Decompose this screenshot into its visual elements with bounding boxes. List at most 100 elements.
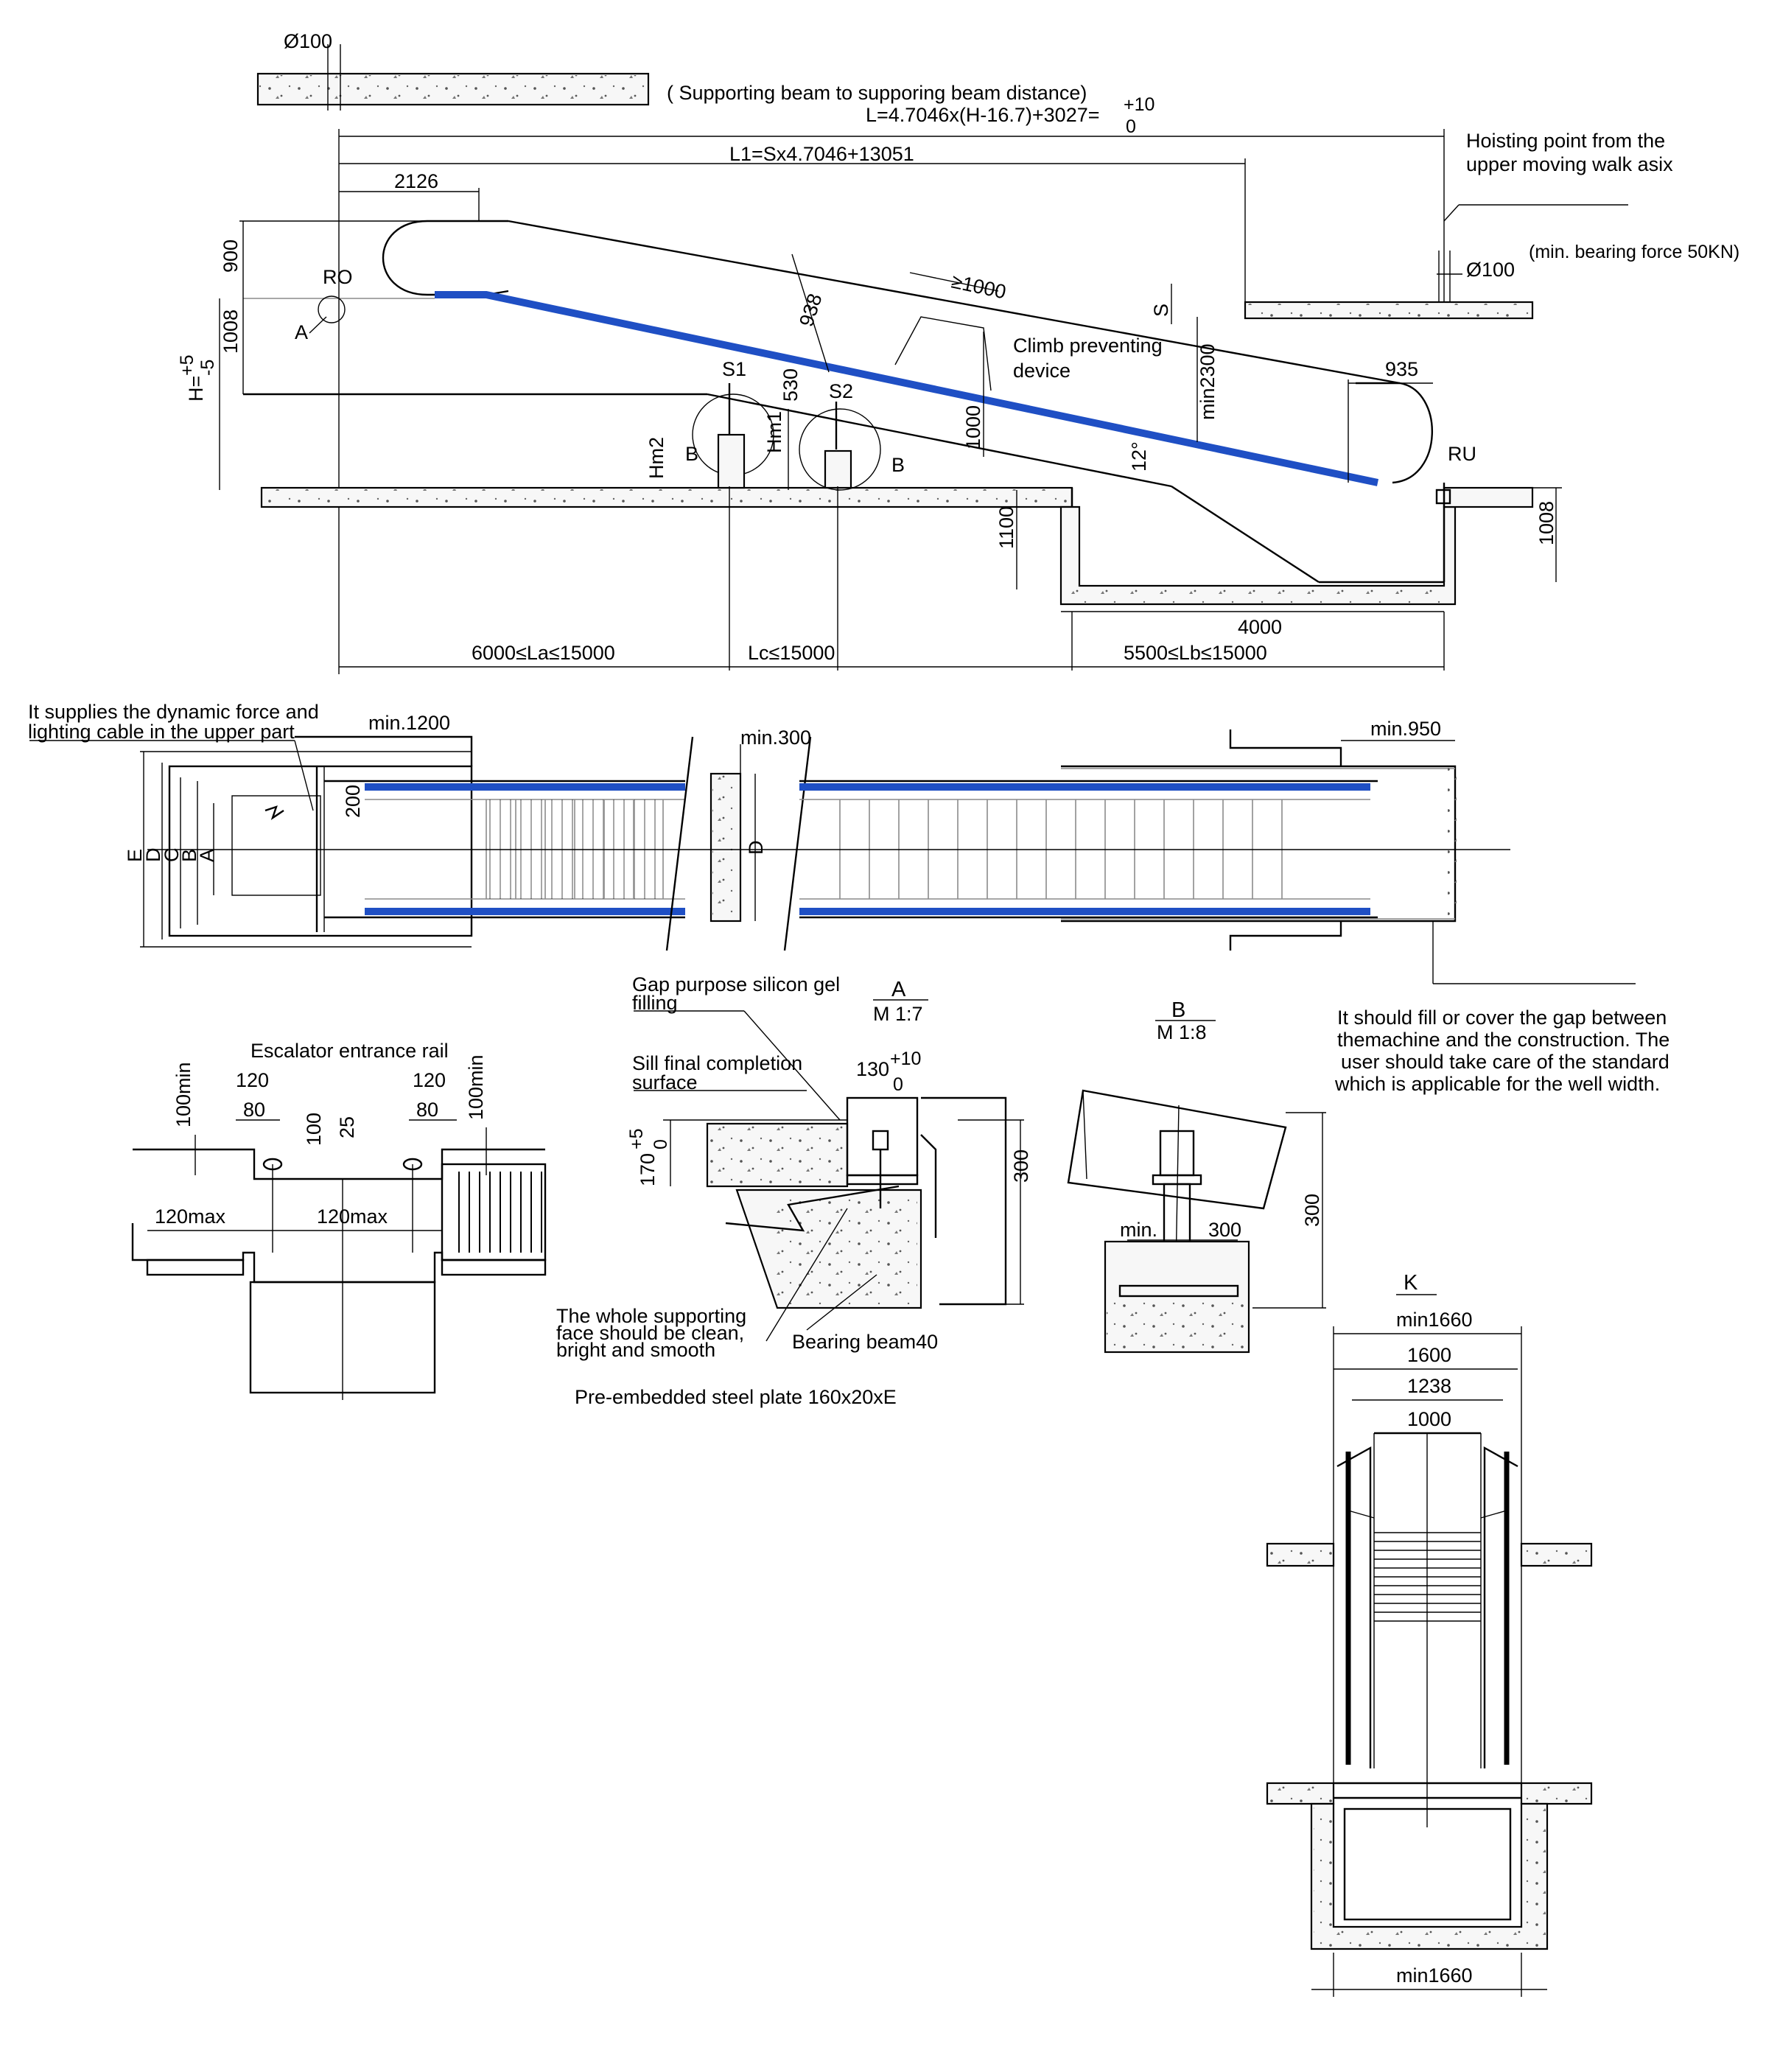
label-b-s2: B xyxy=(891,454,905,476)
label-d: D xyxy=(142,848,164,863)
label-a: A xyxy=(295,321,308,343)
support-s2-circle xyxy=(799,408,881,491)
step-band xyxy=(435,291,1379,486)
height-tolerance-plus: +5 xyxy=(177,354,197,376)
label-ro: RO xyxy=(323,266,353,288)
dim-la: 6000≤La≤15000 xyxy=(472,642,615,664)
dim-935: 935 xyxy=(1385,358,1418,380)
escalator-plan-view: It supplies the dynamic force and lighti… xyxy=(28,701,1669,1095)
min-1200: min.1200 xyxy=(368,712,450,734)
entrance-rail-detail: Escalator entrance rail 100min 100min 12… xyxy=(131,1040,547,1400)
detail-b-300-horizontal: 300 xyxy=(1208,1219,1241,1241)
dim-ge1000: ≥1000 xyxy=(950,270,1008,304)
bearing-force-note: (min. bearing force 50KN) xyxy=(1529,242,1739,262)
dim-lb: 5500≤Lb≤15000 xyxy=(1124,642,1267,664)
dim-1000-section-k: 1000 xyxy=(1407,1408,1451,1430)
section-k-pit xyxy=(1310,1802,1549,1950)
dim-170-tolerance-plus: +5 xyxy=(626,1128,647,1149)
detail-a-gap-line2: filling xyxy=(632,992,678,1014)
gap-note-line1: It should fill or cover the gap between xyxy=(1337,1007,1667,1029)
dim-130-tolerance-zero: 0 xyxy=(893,1074,903,1095)
dim-4000: 4000 xyxy=(1238,616,1282,638)
gap-note-line3: user should take care of the standard xyxy=(1341,1051,1669,1073)
climb-device-line1: Climb preventing xyxy=(1013,335,1163,357)
cable-note-line2: lighting cable in the upper part xyxy=(28,721,295,743)
label-s1: S1 xyxy=(722,358,746,380)
dim-min1660-bottom: min1660 xyxy=(1396,1964,1473,1987)
dim-130: 130 xyxy=(856,1058,889,1080)
gap-note-line4: which is applicable for the well width. xyxy=(1334,1073,1660,1095)
detail-b-support: B M 1:8 min. 300 300 xyxy=(1067,998,1326,1354)
dim-min1660-top: min1660 xyxy=(1396,1309,1473,1331)
rail-80-left: 80 xyxy=(243,1099,265,1121)
dim-900: 900 xyxy=(220,239,242,273)
l1-formula: L1=Sx4.7046+13051 xyxy=(729,143,914,165)
face-note-line1: The whole supporting xyxy=(556,1305,746,1327)
label-d-mid: D xyxy=(745,841,767,855)
rail-100: 100 xyxy=(303,1113,325,1146)
label-b: B xyxy=(178,849,200,862)
dim-938: 938 xyxy=(795,291,826,329)
hole-diameter-top: Ø100 xyxy=(284,30,332,52)
min-950: min.950 xyxy=(1370,718,1441,740)
detail-b-title: B xyxy=(1171,998,1185,1022)
label-c: C xyxy=(161,848,183,863)
detail-a-sill: Gap purpose silicon gel filling A M 1:7 … xyxy=(556,973,1032,1408)
entrance-rail-title: Escalator entrance rail xyxy=(250,1040,449,1062)
hole-diameter-right: Ø100 xyxy=(1466,259,1515,281)
min-300: min.300 xyxy=(740,727,811,749)
escalator-profile-view: Ø100 ( Supporting beam to supporing beam… xyxy=(177,30,1739,674)
dim-1238: 1238 xyxy=(1407,1375,1451,1397)
label-s: S xyxy=(1150,304,1172,317)
incline-angle: 12° xyxy=(1128,441,1150,472)
rail-min100-right: 100min xyxy=(465,1054,487,1120)
dim-300-detail-a: 300 xyxy=(1010,1149,1032,1183)
label-hm1: Hm1 xyxy=(763,411,785,453)
dim-1008-right: 1008 xyxy=(1535,501,1557,545)
detail-b-scale: M 1:8 xyxy=(1157,1021,1207,1043)
face-note-line3: bright and smooth xyxy=(556,1339,715,1361)
rail-120-right: 120 xyxy=(413,1069,446,1091)
dim-170-tolerance-zero: 0 xyxy=(651,1139,671,1149)
label-s2: S2 xyxy=(829,380,853,402)
dim-1008-left: 1008 xyxy=(220,309,242,354)
label-b-s1: B xyxy=(685,443,698,465)
rail-120-left: 120 xyxy=(236,1069,269,1091)
rail-min100-left: 100min xyxy=(172,1062,195,1127)
cable-note-line1: It supplies the dynamic force and xyxy=(28,701,319,723)
hoisting-note-line1: Hoisting point from the xyxy=(1466,130,1665,152)
section-k-plan: K min1660 1600 1238 1000 xyxy=(1266,1271,1593,1997)
height-tolerance-minus: -5 xyxy=(197,360,218,376)
section-k-title: K xyxy=(1404,1271,1418,1295)
rail-25: 25 xyxy=(336,1116,358,1138)
length-tolerance-zero: 0 xyxy=(1126,116,1136,137)
height-label: H= xyxy=(185,376,207,402)
label-ru: RU xyxy=(1448,443,1476,465)
steel-plate-label: Pre-embedded steel plate 160x20xE xyxy=(575,1386,897,1408)
climb-device-line2: device xyxy=(1013,360,1071,382)
beam-distance-note: ( Supporting beam to supporing beam dist… xyxy=(667,82,1087,104)
gap-note-line2: themachine and the construction. The xyxy=(1337,1029,1669,1051)
dim-2126: 2126 xyxy=(394,170,438,192)
length-tolerance-plus: +10 xyxy=(1124,94,1154,115)
detail-a-gap-line1: Gap purpose silicon gel xyxy=(632,973,840,995)
sill-note-line2: surface xyxy=(632,1071,698,1093)
dim-min2300: min2300 xyxy=(1196,343,1219,420)
dim-170: 170 xyxy=(637,1153,659,1186)
hoisting-note-line2: upper moving walk asix xyxy=(1466,153,1673,175)
label-hm2: Hm2 xyxy=(645,437,667,479)
dim-lc: Lc≤15000 xyxy=(748,642,835,664)
sill-note-line1: Sill final completion xyxy=(632,1052,802,1074)
detail-a-scale: M 1:7 xyxy=(873,1003,923,1025)
rail-120max-mid: 120max xyxy=(317,1205,388,1228)
detail-b-300-vertical: 300 xyxy=(1301,1194,1323,1227)
dim-1000-profile: 1000 xyxy=(962,405,984,449)
bearing-beam-label: Bearing beam40 xyxy=(792,1331,938,1353)
length-formula: L=4.7046x(H-16.7)+3027= xyxy=(866,104,1100,126)
dim-1600: 1600 xyxy=(1407,1344,1451,1366)
dim-130-tolerance-plus: +10 xyxy=(890,1049,921,1069)
label-e: E xyxy=(124,849,146,862)
detail-a-title: A xyxy=(891,978,906,1001)
rail-120max-left: 120max xyxy=(155,1205,226,1228)
